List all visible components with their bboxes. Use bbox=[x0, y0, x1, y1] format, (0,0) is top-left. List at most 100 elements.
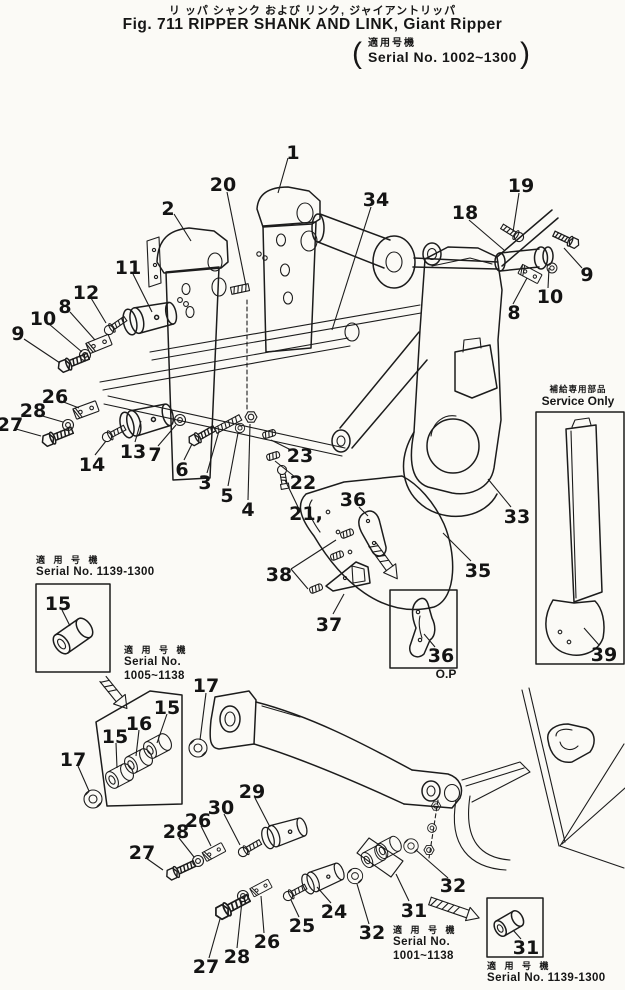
leader-line-35 bbox=[442, 532, 472, 562]
leader-line-3 bbox=[206, 430, 220, 474]
washer-17-right bbox=[188, 738, 208, 758]
leader-line-25 bbox=[290, 899, 300, 918]
leader-line-17 bbox=[199, 692, 207, 741]
leader-line-22 bbox=[274, 460, 296, 478]
callout-18-4: 18 bbox=[452, 202, 478, 224]
op-label: O.P bbox=[435, 667, 457, 681]
callout-20-1: 20 bbox=[210, 174, 236, 196]
leader-line-9 bbox=[563, 247, 583, 269]
callout-5-22: 5 bbox=[220, 485, 233, 507]
callout-26-42: 26 bbox=[185, 810, 211, 832]
leader-line-39 bbox=[583, 627, 600, 646]
inset-bushings-ja: 適 用 号 機 bbox=[124, 645, 189, 655]
callout-9-6: 9 bbox=[580, 264, 593, 286]
callout-31-53: 31 bbox=[513, 937, 539, 959]
leader-line-9 bbox=[23, 338, 61, 364]
leader-line-28 bbox=[236, 900, 243, 949]
leader-line-11 bbox=[132, 273, 153, 313]
callout-15-38: 15 bbox=[102, 726, 128, 748]
washer-17-left bbox=[83, 789, 103, 809]
inset-31-serial-label: 適 用 号 機 Serial No. 1139-1300 bbox=[487, 961, 606, 986]
callout-37-31: 37 bbox=[316, 614, 342, 636]
leader-line-15 bbox=[156, 713, 168, 744]
leader-line-14 bbox=[94, 440, 107, 456]
nut-4 bbox=[244, 411, 258, 423]
leader-line-26 bbox=[200, 825, 212, 847]
range-1001-range: 1001~1138 bbox=[393, 949, 454, 962]
inset-15-serial-label: 適 用 号 機 Serial No. 1139-1300 bbox=[36, 555, 155, 580]
bolt-9-left bbox=[55, 349, 92, 375]
callout-1-0: 1 bbox=[286, 142, 299, 164]
protector-36 bbox=[358, 510, 387, 557]
callout-31-51: 31 bbox=[401, 900, 427, 922]
page-title-japanese: リ ッパ シャンク および リンク, ジャイアントリッパ bbox=[168, 5, 457, 17]
callout-27-44: 27 bbox=[129, 842, 155, 864]
bushing-15a bbox=[102, 760, 137, 792]
leader-line-21 bbox=[284, 479, 299, 508]
bushing-15 bbox=[52, 617, 94, 655]
inset-31-ja: 適 用 号 機 bbox=[487, 961, 552, 971]
piece-37 bbox=[325, 561, 371, 592]
nut-stack-b bbox=[427, 822, 437, 834]
callout-26-47: 26 bbox=[254, 931, 280, 953]
callout-28-43: 28 bbox=[163, 821, 189, 843]
inset-bushings-range: 1005~1138 bbox=[124, 669, 185, 682]
bolt-27-upper bbox=[39, 423, 76, 449]
callout-34-3: 34 bbox=[363, 189, 389, 211]
inset-box-31 bbox=[486, 897, 544, 958]
callout-26-14: 26 bbox=[42, 386, 68, 408]
leader-line-28 bbox=[178, 837, 195, 858]
callout-11-9: 11 bbox=[115, 257, 141, 279]
callout-12-10: 12 bbox=[73, 282, 99, 304]
callout-21-26: 21, bbox=[289, 503, 323, 525]
callout-15-36: 15 bbox=[154, 697, 180, 719]
leader-line-1 bbox=[277, 157, 289, 194]
washer-28-mid bbox=[191, 854, 205, 868]
leader-line-32 bbox=[415, 849, 449, 879]
callout-4-23: 4 bbox=[241, 499, 254, 521]
service-only-label: 補給専用部品 Service Only bbox=[522, 384, 625, 409]
callout-23-24: 23 bbox=[287, 445, 313, 467]
leader-line-26 bbox=[60, 400, 80, 409]
callout-30-41: 30 bbox=[208, 797, 234, 819]
callout-10-12: 10 bbox=[30, 308, 56, 330]
callout-6-20: 6 bbox=[175, 459, 188, 481]
callout-29-40: 29 bbox=[239, 781, 265, 803]
callout-9-13: 9 bbox=[11, 323, 24, 345]
plate-8-left bbox=[85, 333, 113, 355]
spring-pin-38c bbox=[308, 582, 325, 595]
inset-bushings-serial-label: 適 用 号 機 Serial No. 1005~1138 bbox=[124, 645, 189, 683]
op-inset-box bbox=[389, 589, 458, 669]
plate-26-upper bbox=[72, 399, 100, 421]
callout-28-48: 28 bbox=[224, 946, 250, 968]
leader-line-32 bbox=[356, 883, 370, 925]
leader-line-36 bbox=[358, 506, 369, 517]
range-1001-serial: Serial No. bbox=[393, 935, 451, 948]
bushing-set-31-outline bbox=[356, 837, 404, 878]
service-only-box bbox=[535, 411, 625, 665]
bolt-9-right bbox=[551, 228, 582, 251]
spring-pin-38a bbox=[339, 527, 356, 540]
leader-line-8 bbox=[69, 311, 96, 341]
callout-22-25: 22 bbox=[290, 472, 316, 494]
assembly-arrow bbox=[99, 675, 128, 710]
bushing-31b bbox=[373, 833, 405, 862]
callout-7-19: 7 bbox=[148, 444, 161, 466]
page-title: Fig. 711 RIPPER SHANK AND LINK, Giant Ri… bbox=[122, 16, 503, 33]
stud-3 bbox=[213, 414, 243, 434]
leader-line-23 bbox=[270, 439, 292, 451]
assembly-arrow bbox=[368, 541, 398, 580]
plate-26-mid bbox=[201, 841, 227, 863]
protector-36-op bbox=[409, 597, 436, 658]
leader-line-16 bbox=[135, 729, 140, 757]
leader-line-7 bbox=[157, 424, 177, 447]
leader-line-31 bbox=[395, 873, 410, 902]
leader-line-30 bbox=[223, 813, 241, 846]
bolt-25 bbox=[280, 881, 309, 904]
serial-range-value: Serial No. 1002~1300 bbox=[368, 49, 517, 65]
bushing-31a bbox=[358, 842, 390, 871]
callout-38-30: 38 bbox=[266, 564, 292, 586]
callout-14-17: 14 bbox=[79, 454, 105, 476]
plate-26-low bbox=[249, 878, 273, 898]
